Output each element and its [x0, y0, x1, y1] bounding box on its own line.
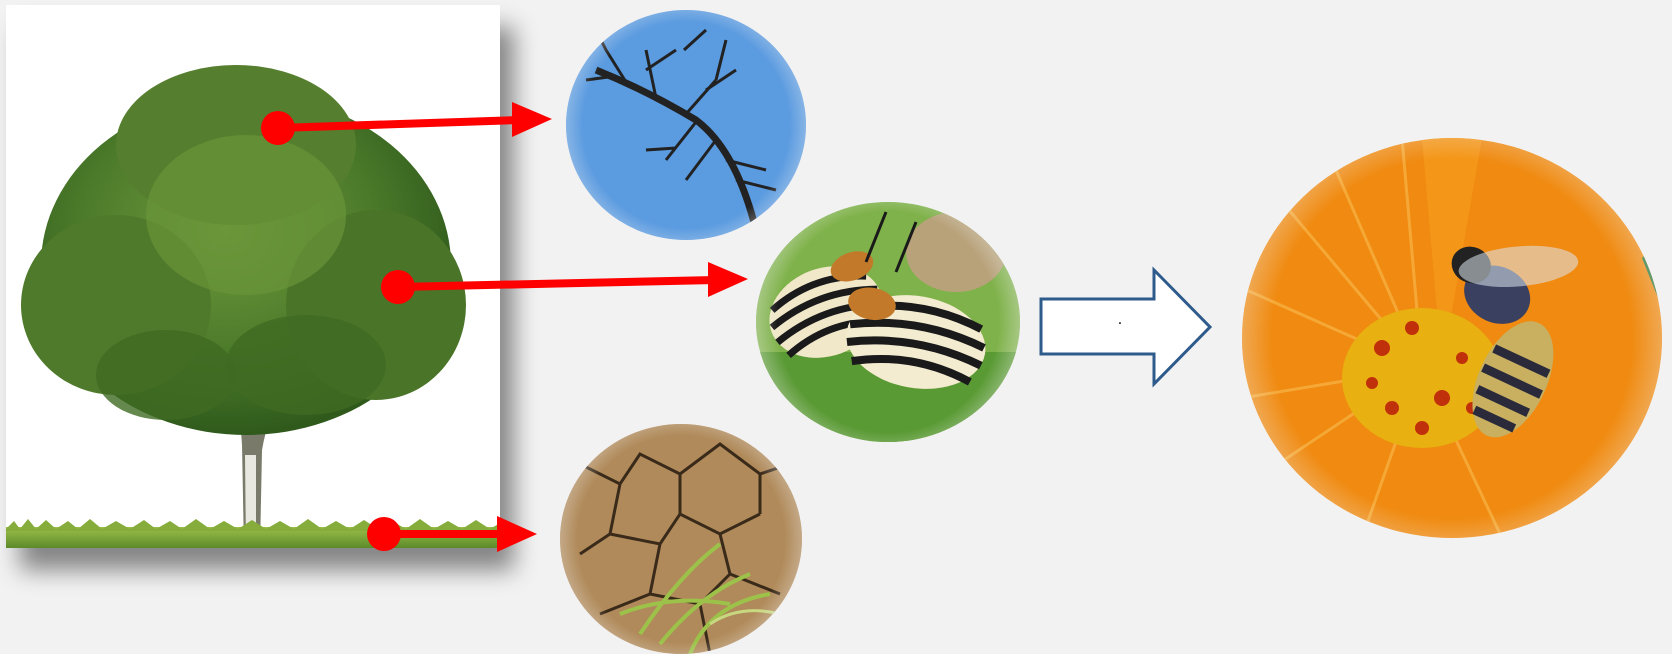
dead-branch-photo: [566, 10, 806, 240]
tree-image-card: [6, 5, 500, 548]
cracked-soil-icon: [560, 424, 802, 654]
beetles-photo: [756, 202, 1020, 442]
bee-flower-icon: [1242, 138, 1662, 538]
tree-icon: [6, 5, 500, 548]
beetle-icon: [756, 202, 1020, 442]
bee-flower-photo: [1242, 138, 1662, 538]
dead-branch-icon: [566, 10, 806, 240]
block-arrow-label: .: [1100, 312, 1140, 328]
cracked-soil-photo: [560, 424, 802, 654]
